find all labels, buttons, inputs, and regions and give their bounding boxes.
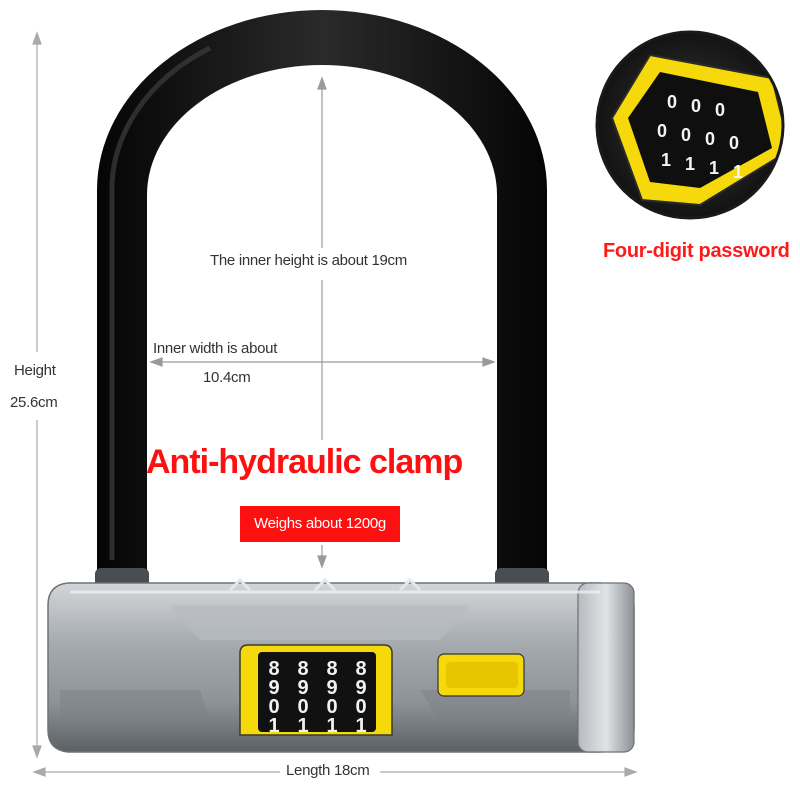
dial-digit: 1 [297,715,308,737]
inner-height-label: The inner height is about 19cm [210,252,407,269]
dial-digit: 9 [326,677,337,699]
dial-digit: 8 [326,658,337,680]
inner-width-label: Inner width is about [153,340,278,357]
inset-dial-digit: 0 [667,92,677,112]
inset-dial-digit: 0 [657,121,667,141]
inset-dial-digit: 1 [733,162,743,182]
dial-digit: 9 [268,677,279,699]
inset-dial-digit: 0 [691,96,701,116]
inner-width-value: 10.4cm [203,369,251,386]
dial-digit: 1 [268,715,279,737]
dial-digit: 1 [326,715,337,737]
key-cover-inner [446,662,518,688]
dial-digit: 9 [355,677,366,699]
height-dimension-line [32,31,42,759]
shackle [97,10,547,585]
feature-headline: Anti-hydraulic clamp [146,443,463,481]
dial-digit: 1 [355,715,366,737]
inner-width-dimension-line [149,357,496,367]
inset-caption: Four-digit password [603,240,790,262]
inset-dial-digit: 0 [729,133,739,153]
height-label: Height [14,362,56,379]
inset-dial-digit: 1 [661,150,671,170]
dial-digit: 8 [268,658,279,680]
combination-dial-frame [239,644,393,736]
inset-dial-digit: 0 [715,100,725,120]
height-value: 25.6cm [10,394,58,411]
dial-digit: 0 [268,696,279,718]
dial-digit: 0 [297,696,308,718]
length-dimension-line [32,767,638,777]
inset-dial-digit: 1 [685,154,695,174]
inset-dial-digit: 0 [705,129,715,149]
length-label: Length 18cm [282,762,374,779]
dial-digit: 0 [326,696,337,718]
inset-dial-digit: 1 [709,158,719,178]
inset-dial-digit: 0 [681,125,691,145]
inner-height-dimension-line [317,76,327,569]
dial-digit: 0 [355,696,366,718]
weight-badge: Weighs about 1200g [240,506,400,542]
dial-digit: 8 [297,658,308,680]
dial-digit: 8 [355,658,366,680]
dial-digit: 9 [297,677,308,699]
